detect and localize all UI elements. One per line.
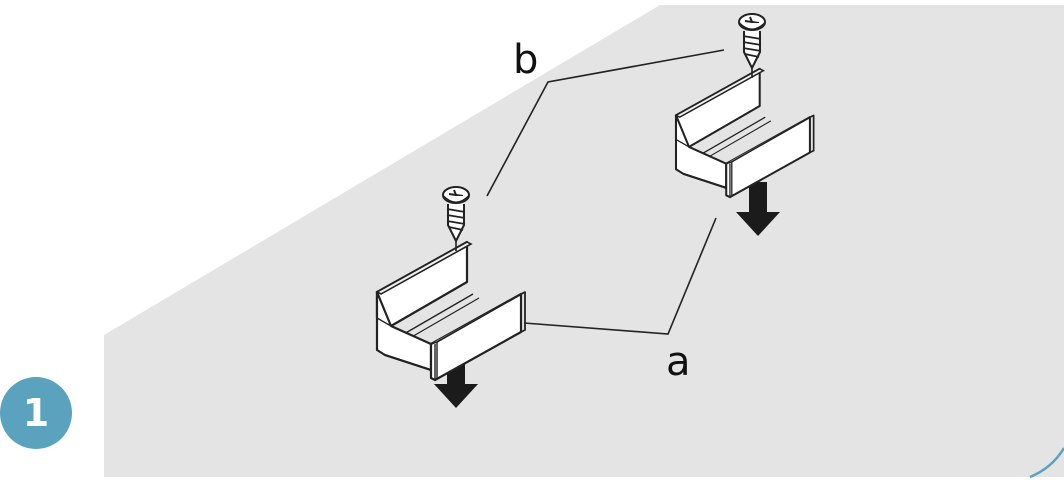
surface-corner-accent bbox=[1029, 447, 1064, 479]
callout-label-b: b bbox=[513, 37, 539, 83]
mounting-surface bbox=[104, 5, 1064, 477]
step-number: 1 bbox=[22, 391, 50, 435]
step-number-badge: 1 bbox=[0, 377, 72, 449]
leader-line-a bbox=[523, 217, 717, 335]
leader-line-b bbox=[486, 49, 725, 197]
callout-label-a: a bbox=[666, 339, 691, 385]
